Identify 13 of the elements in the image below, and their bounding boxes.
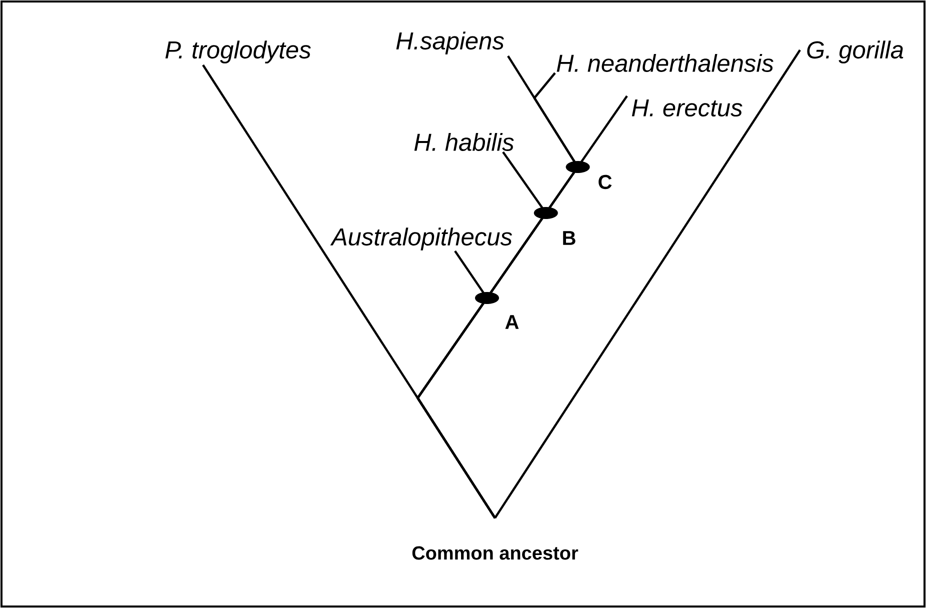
species-label: H. neanderthalensis — [556, 54, 774, 72]
tree-branch — [416, 250, 496, 519]
tree-branch — [494, 49, 801, 519]
species-label: H.sapiens — [396, 32, 504, 54]
node-letter: B — [563, 231, 576, 245]
root-label: Common ancestor — [412, 546, 578, 560]
species-label: H. erectus — [632, 99, 742, 117]
species-label: Australopithecus — [330, 228, 512, 250]
species-label: G. gorilla — [807, 40, 904, 64]
species-label: P. troglodytes — [165, 40, 311, 64]
node-letter: A — [505, 315, 519, 329]
species-label: H. habilis — [414, 133, 514, 151]
node-letter: C — [598, 174, 612, 190]
